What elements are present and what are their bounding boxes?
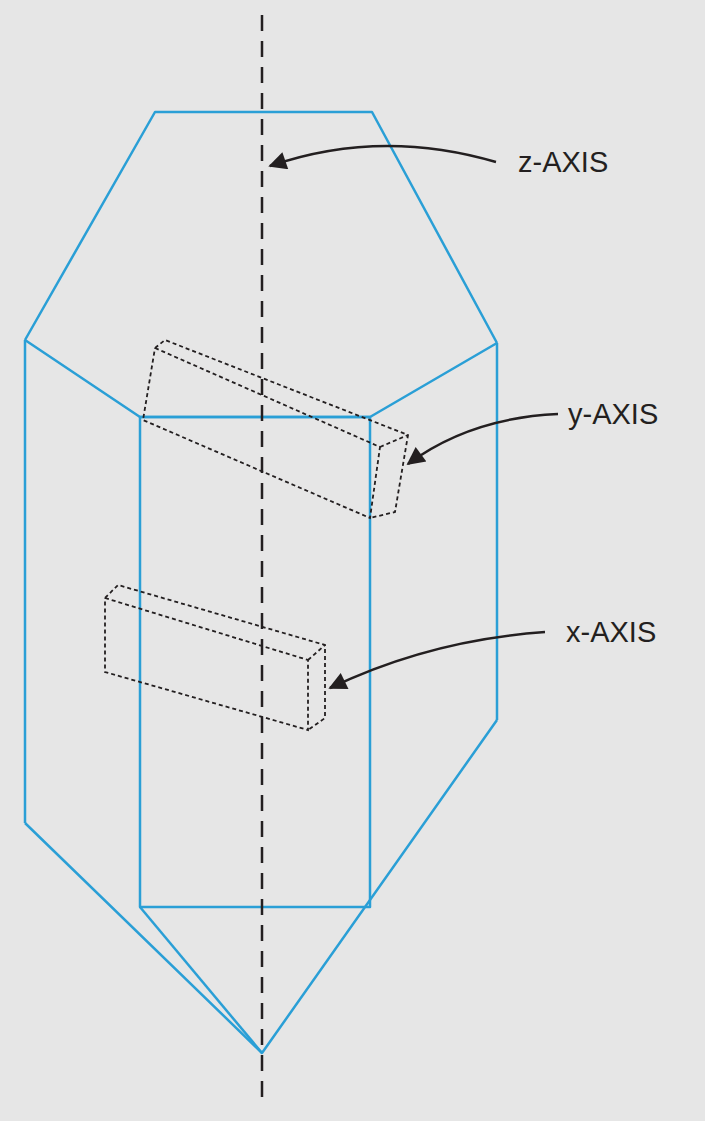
z-axis-line <box>261 15 264 1098</box>
axis-label: x-AXIS <box>566 618 656 647</box>
leader-lines <box>270 146 558 688</box>
axis-label: y-AXIS <box>568 400 658 429</box>
y-cut-plate <box>143 340 408 518</box>
x-cut-plate <box>105 585 325 730</box>
axis-label: z-AXIS <box>518 148 608 177</box>
